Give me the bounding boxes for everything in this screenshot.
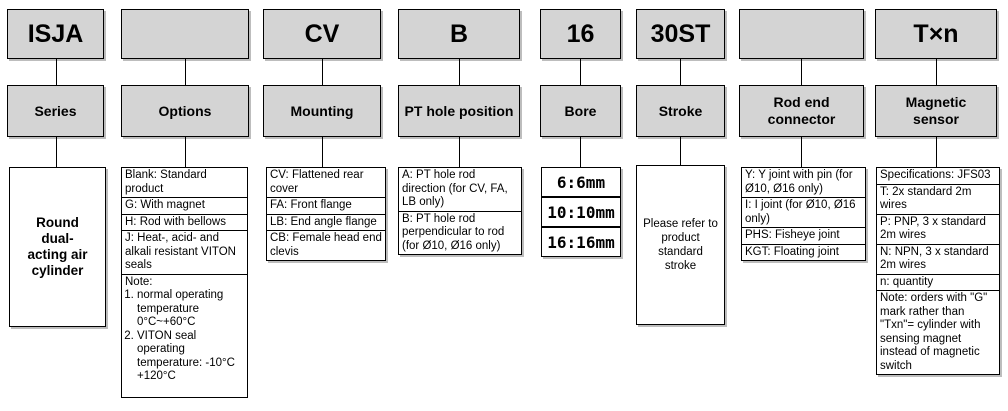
label-bore: Bore (540, 85, 621, 137)
connector-line (459, 137, 460, 167)
note-item: VITON seal operating temperature: -10°C … (137, 330, 244, 384)
code-stroke: 30ST (636, 9, 725, 59)
list-item: Blank: Standard product (121, 167, 248, 198)
list-item: T: 2x standard 2m wires (876, 184, 1000, 215)
list-item: KGT: Floating joint (741, 244, 866, 261)
code-mounting: CV (263, 9, 381, 59)
label-pt-hole: PT hole position (398, 85, 520, 137)
label-series: Series (7, 85, 104, 137)
series-description: Round dual-acting air cylinder (9, 167, 106, 327)
code-pt-hole: B (398, 9, 520, 59)
connector-line (936, 137, 937, 167)
connector-line (56, 137, 57, 167)
code-bore: 16 (540, 9, 621, 59)
code-rod-end (739, 9, 864, 59)
list-item: n: quantity (876, 274, 1000, 291)
stroke-description-text: Please refer to product standard stroke (643, 218, 718, 272)
connector-line (680, 137, 681, 165)
list-item: Specifications: JFS03 (876, 167, 1000, 185)
mounting-list: CV: Flattened rear cover FA: Front flang… (266, 167, 386, 261)
list-item: A: PT hole rod direction (for CV, FA, LB… (398, 167, 522, 212)
rod-end-list: Y: Y joint with pin (for Ø10, Ø16 only) … (741, 167, 866, 261)
list-item: Y: Y joint with pin (for Ø10, Ø16 only) (741, 167, 866, 198)
list-item: G: With magnet (121, 198, 248, 215)
connector-line (801, 137, 802, 167)
label-stroke: Stroke (636, 85, 725, 137)
list-item: P: PNP, 3 x standard 2m wires (876, 214, 1000, 245)
series-description-text: Round dual-acting air cylinder (27, 215, 88, 278)
code-series: ISJA (7, 9, 104, 59)
connector-line (185, 59, 186, 85)
list-item: CB: Female head end clevis (266, 231, 386, 261)
bore-list: 6:6mm 10:10mm 16:16mm (541, 167, 621, 257)
list-item: H: Rod with bellows (121, 214, 248, 231)
connector-line (680, 59, 681, 85)
list-item: B: PT hole rod perpendicular to rod (for… (398, 211, 522, 255)
label-rod-end: Rod end connector (739, 85, 864, 137)
code-magnetic: T×n (875, 9, 997, 59)
connector-line (580, 137, 581, 167)
list-item: FA: Front flange (266, 198, 386, 215)
stroke-description: Please refer to product standard stroke (636, 165, 725, 325)
list-item: N: NPN, 3 x standard 2m wires (876, 244, 1000, 275)
label-options: Options (121, 85, 249, 137)
connector-line (936, 59, 937, 85)
options-note: Note: normal operating temperature 0°C~+… (121, 274, 248, 398)
connector-line (185, 137, 186, 167)
bore-option: 10:10mm (541, 197, 621, 227)
pt-hole-list: A: PT hole rod direction (for CV, FA, LB… (398, 167, 522, 255)
magnetic-list: Specifications: JFS03 T: 2x standard 2m … (876, 167, 1000, 375)
connector-line (459, 59, 460, 85)
list-item: I: I joint (for Ø10, Ø16 only) (741, 198, 866, 228)
connector-line (322, 137, 323, 167)
list-item: LB: End angle flange (266, 214, 386, 231)
list-item: PHS: Fisheye joint (741, 228, 866, 245)
connector-line (322, 59, 323, 85)
connector-line (801, 59, 802, 85)
bore-option: 6:6mm (541, 167, 621, 197)
connector-line (580, 59, 581, 85)
list-item: J: Heat-, acid- and alkali resistant VIT… (121, 231, 248, 275)
label-magnetic: Magnetic sensor (875, 85, 997, 137)
note-item: normal operating temperature 0°C~+60°C (137, 289, 244, 330)
label-mounting: Mounting (263, 85, 381, 137)
note-title: Note: (125, 275, 153, 288)
options-list: Blank: Standard product G: With magnet H… (121, 167, 248, 398)
list-item: CV: Flattened rear cover (266, 167, 386, 198)
code-options (121, 9, 249, 59)
note-list: normal operating temperature 0°C~+60°C V… (125, 289, 244, 384)
magnetic-note: Note: orders with "G" mark rather than "… (876, 291, 1000, 375)
bore-option: 16:16mm (541, 227, 621, 257)
connector-line (56, 59, 57, 85)
